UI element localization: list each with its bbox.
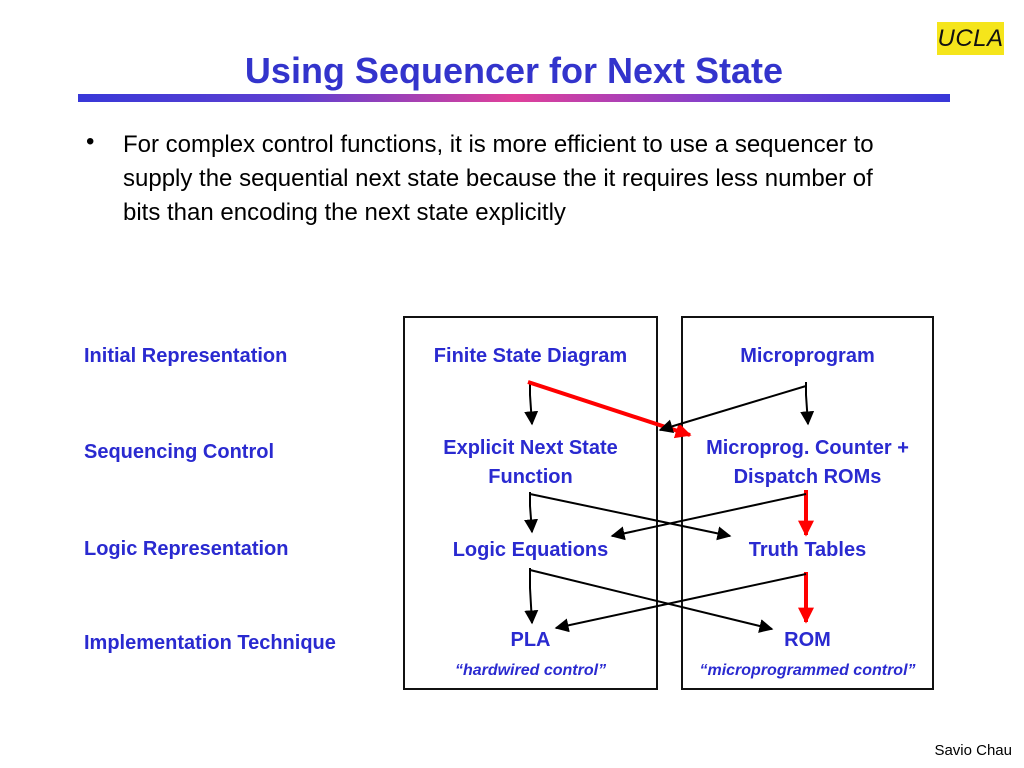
arrow-explicit-to-logic-eq bbox=[524, 492, 539, 534]
bullet-text: For complex control functions, it is mor… bbox=[123, 131, 874, 226]
arrow-explicit-to-truth-tables bbox=[529, 493, 732, 541]
footer-author: Savio Chau bbox=[934, 742, 1012, 759]
node-microprog-counter-dispatch-roms: Microprog. Counter + Dispatch ROMs bbox=[706, 437, 909, 488]
row-label-initial-representation: Initial Representation bbox=[84, 345, 288, 367]
caption-hardwired-control: “hardwired control” bbox=[454, 662, 607, 679]
row-label-implementation-technique: Implementation Technique bbox=[84, 632, 336, 654]
arrow-counter-to-logic-eq bbox=[610, 493, 807, 541]
node-pla: PLA bbox=[510, 629, 551, 651]
bullet-marker: • bbox=[86, 128, 95, 155]
logo-text: UCLA bbox=[937, 24, 1004, 52]
row-label-logic-representation: Logic Representation bbox=[84, 538, 289, 560]
caption-microprogrammed-control: “microprogrammed control” bbox=[699, 662, 916, 679]
arrow-logic-eq-to-pla bbox=[524, 568, 539, 625]
node-explicit-next-state-function: Explicit Next State Function bbox=[443, 437, 618, 488]
arrow-microprogram-to-explicit bbox=[658, 385, 807, 434]
arrow-logic-eq-to-rom bbox=[529, 569, 774, 633]
hardwired-column-box bbox=[403, 316, 658, 690]
title-underline bbox=[78, 94, 950, 102]
arrow-microprogram-to-counter bbox=[800, 382, 815, 426]
ucla-logo: UCLA bbox=[937, 22, 1004, 55]
node-logic-equations: Logic Equations bbox=[452, 539, 609, 561]
arrow-fsd-to-explicit bbox=[524, 382, 539, 426]
node-finite-state-diagram: Finite State Diagram bbox=[433, 345, 628, 367]
arrow-truth-tables-to-pla bbox=[554, 573, 807, 633]
node-rom: ROM bbox=[784, 629, 831, 651]
node-truth-tables: Truth Tables bbox=[748, 539, 867, 561]
arrow-fsd-to-microprog-counter bbox=[527, 380, 692, 439]
slide-title: Using Sequencer for Next State bbox=[244, 50, 784, 91]
microprogrammed-column-box bbox=[681, 316, 934, 690]
node-microprogram: Microprogram bbox=[740, 345, 875, 367]
row-label-sequencing-control: Sequencing Control bbox=[84, 441, 274, 463]
